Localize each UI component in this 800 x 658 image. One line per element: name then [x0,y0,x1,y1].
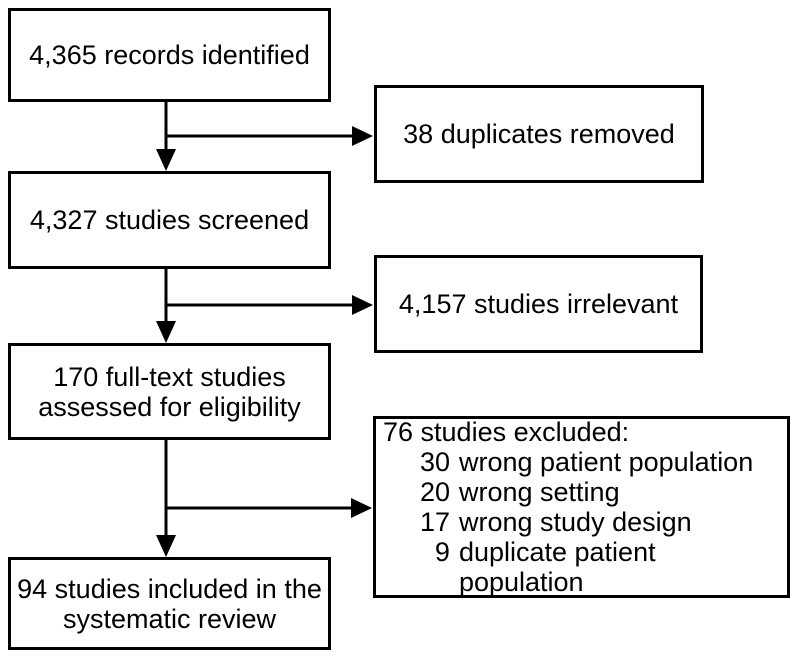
excluded-item-label: wrong patient population [459,447,754,477]
box-duplicates-removed: 38 duplicates removed [374,85,704,183]
excluded-item-count: 30 [420,447,451,477]
excluded-heading: 76 studies excluded: [383,417,630,447]
arrow-to-excluded [166,498,372,518]
studies-screened-text: 4,327 studies screened [29,205,310,235]
arrow-to-irrelevant [166,295,373,315]
duplicates-removed-text: 38 duplicates removed [403,119,675,149]
box-studies-screened: 4,327 studies screened [8,171,331,269]
excluded-item-label: duplicate patient population [458,537,656,597]
arrow-fulltext-to-included [156,440,176,557]
arrow-screened-to-fulltext [156,269,176,343]
excluded-item-count: 9 [434,537,450,567]
excluded-item-label: wrong setting [459,477,620,507]
excluded-item-count: 20 [420,477,451,507]
excluded-item-label: wrong study design [459,507,692,537]
fulltext-assessed-text: 170 full-text studies assessed for eligi… [38,361,301,422]
box-studies-irrelevant: 4,157 studies irrelevant [374,255,703,353]
records-identified-text: 4,365 records identified [29,40,310,70]
excluded-item: 20 wrong setting [383,477,620,507]
excluded-item: 30 wrong patient population [383,447,753,477]
studies-included-text: 94 studies included in the systematic re… [17,573,322,634]
box-fulltext-assessed: 170 full-text studies assessed for eligi… [8,343,331,440]
excluded-item: 17 wrong study design [383,507,692,537]
excluded-item-count: 17 [420,507,451,537]
box-studies-excluded: 76 studies excluded: 30 wrong patient po… [373,416,790,598]
box-records-identified: 4,365 records identified [8,8,331,102]
excluded-item: 9 duplicate patient population [383,537,787,597]
arrow-to-duplicates [166,126,373,146]
arrow-identified-to-screened [156,102,176,171]
box-studies-included: 94 studies included in the systematic re… [8,557,331,650]
studies-irrelevant-text: 4,157 studies irrelevant [398,289,679,319]
